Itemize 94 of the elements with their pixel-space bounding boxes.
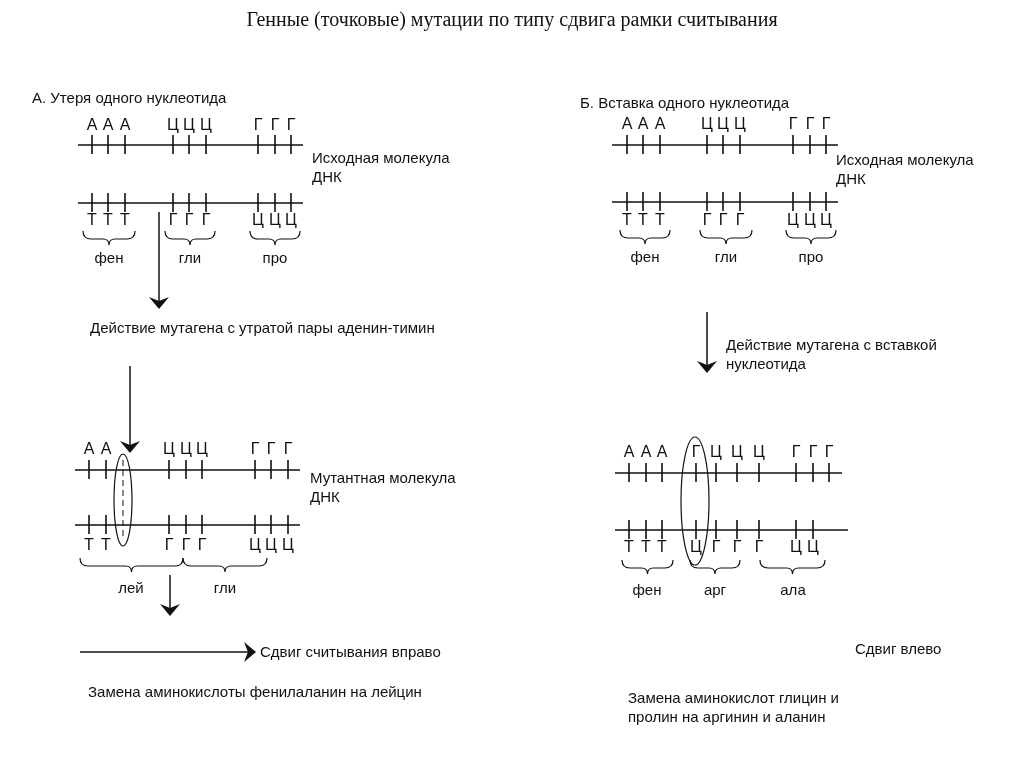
amino-acid-label: гли <box>178 248 202 267</box>
nucleotide-letter: Г <box>266 440 276 458</box>
nucleotide-letter: Г <box>732 538 742 556</box>
nucleotide-letter: Т <box>103 211 113 229</box>
nucleotide-letter: Ц <box>249 536 261 554</box>
nucleotide-letter: Т <box>84 536 94 554</box>
nucleotide-letter: Т <box>120 211 130 229</box>
amino-acid-label: арг <box>703 580 727 599</box>
nucleotide-letter: Г <box>283 440 293 458</box>
amino-acid-label: фен <box>94 248 124 267</box>
nucleotide-letter: Г <box>791 443 801 461</box>
section-heading: А. Утеря одного нуклеотида <box>32 88 227 107</box>
shift-text: Сдвиг считывания вправо <box>260 642 441 661</box>
nucleotide-letter: Т <box>657 538 667 556</box>
nucleotide-letter: А <box>83 440 95 458</box>
nucleotide-letter: Ц <box>734 115 746 133</box>
step-text: Действие мутагена с вставкой нуклеотида <box>726 335 938 373</box>
nucleotide-letter: Ц <box>265 536 277 554</box>
nucleotide-letter: А <box>100 440 112 458</box>
nucleotide-letter: Г <box>168 211 178 229</box>
amino-acid-label: фен <box>630 247 660 266</box>
nucleotide-letter: Г <box>808 443 818 461</box>
nucleotide-letter: Г <box>805 115 815 133</box>
nucleotide-letter: Ц <box>804 211 816 229</box>
nucleotide-letter: А <box>86 116 98 134</box>
result-text: Замена аминокислоты фенилаланин на лейцин <box>88 682 422 701</box>
nucleotide-letter: Ц <box>701 115 713 133</box>
nucleotide-letter: Ц <box>717 115 729 133</box>
nucleotide-letter: Г <box>201 211 211 229</box>
nucleotide-letter: Г <box>250 440 260 458</box>
nucleotide-letter: Ц <box>753 443 765 461</box>
nucleotide-letter: Т <box>624 538 634 556</box>
nucleotide-letter: Ц <box>282 536 294 554</box>
nucleotide-letter: Ц <box>807 538 819 556</box>
nucleotide-letter: Г <box>824 443 834 461</box>
amino-acid-label: фен <box>632 580 662 599</box>
nucleotide-letter: А <box>637 115 649 133</box>
nucleotide-letter: Ц <box>710 443 722 461</box>
result-text: Замена аминокислот глицин и пролин на аргинин и аланин <box>628 688 840 726</box>
nucleotide-letter: Г <box>286 116 296 134</box>
nucleotide-letter: А <box>623 443 635 461</box>
nucleotide-letter: Ц <box>200 116 212 134</box>
nucleotide-letter: А <box>119 116 131 134</box>
nucleotide-letter: Ц <box>269 211 281 229</box>
nucleotide-letter: Ц <box>690 538 702 556</box>
nucleotide-letter: А <box>102 116 114 134</box>
nucleotide-letter: Ц <box>820 211 832 229</box>
nucleotide-letter: Т <box>641 538 651 556</box>
nucleotide-letter: Г <box>718 211 728 229</box>
nucleotide-letter: Г <box>691 443 701 461</box>
amino-acid-label: про <box>798 247 824 266</box>
nucleotide-letter: Г <box>821 115 831 133</box>
nucleotide-letter: Т <box>87 211 97 229</box>
step-text: Действие мутагена с утратой пары аденин-тимин <box>90 318 435 337</box>
nucleotide-letter: Ц <box>183 116 195 134</box>
amino-acid-label: про <box>262 248 288 267</box>
nucleotide-letter: Ц <box>252 211 264 229</box>
molecule-label: Исходная молекула ДНК <box>312 148 451 186</box>
nucleotide-letter: Ц <box>196 440 208 458</box>
nucleotide-letter: Г <box>197 536 207 554</box>
shift-text: Сдвиг влево <box>855 639 942 658</box>
molecule-label: Исходная молекула ДНК <box>836 150 975 188</box>
nucleotide-letter: Г <box>788 115 798 133</box>
amino-acid-label: ала <box>780 580 806 599</box>
amino-acid-label: гли <box>714 247 738 266</box>
nucleotide-letter: Ц <box>180 440 192 458</box>
nucleotide-letter: Г <box>184 211 194 229</box>
nucleotide-letter: Ц <box>285 211 297 229</box>
nucleotide-letter: Т <box>101 536 111 554</box>
amino-acid-label: лей <box>118 578 144 597</box>
nucleotide-letter: Ц <box>731 443 743 461</box>
nucleotide-letter: Т <box>638 211 648 229</box>
nucleotide-letter: Ц <box>790 538 802 556</box>
nucleotide-letter: Г <box>270 116 280 134</box>
nucleotide-letter: А <box>640 443 652 461</box>
amino-acid-label: гли <box>213 578 237 597</box>
section-heading: Б. Вставка одного нуклеотида <box>580 93 790 112</box>
molecule-label: Мутантная молекула ДНК <box>310 468 457 506</box>
nucleotide-letter: Т <box>655 211 665 229</box>
nucleotide-letter: Г <box>181 536 191 554</box>
nucleotide-letter: А <box>654 115 666 133</box>
nucleotide-letter: Г <box>253 116 263 134</box>
nucleotide-letter: Г <box>164 536 174 554</box>
diagram-title: Генные (точковые) мутации по типу сдвига рамки считывания <box>245 8 779 31</box>
nucleotide-letter: А <box>656 443 668 461</box>
nucleotide-letter: Г <box>711 538 721 556</box>
nucleotide-letter: Ц <box>787 211 799 229</box>
nucleotide-letter: Г <box>754 538 764 556</box>
nucleotide-letter: А <box>621 115 633 133</box>
nucleotide-letter: Г <box>735 211 745 229</box>
nucleotide-letter: Т <box>622 211 632 229</box>
nucleotide-letter: Ц <box>163 440 175 458</box>
nucleotide-letter: Г <box>702 211 712 229</box>
nucleotide-letter: Ц <box>167 116 179 134</box>
